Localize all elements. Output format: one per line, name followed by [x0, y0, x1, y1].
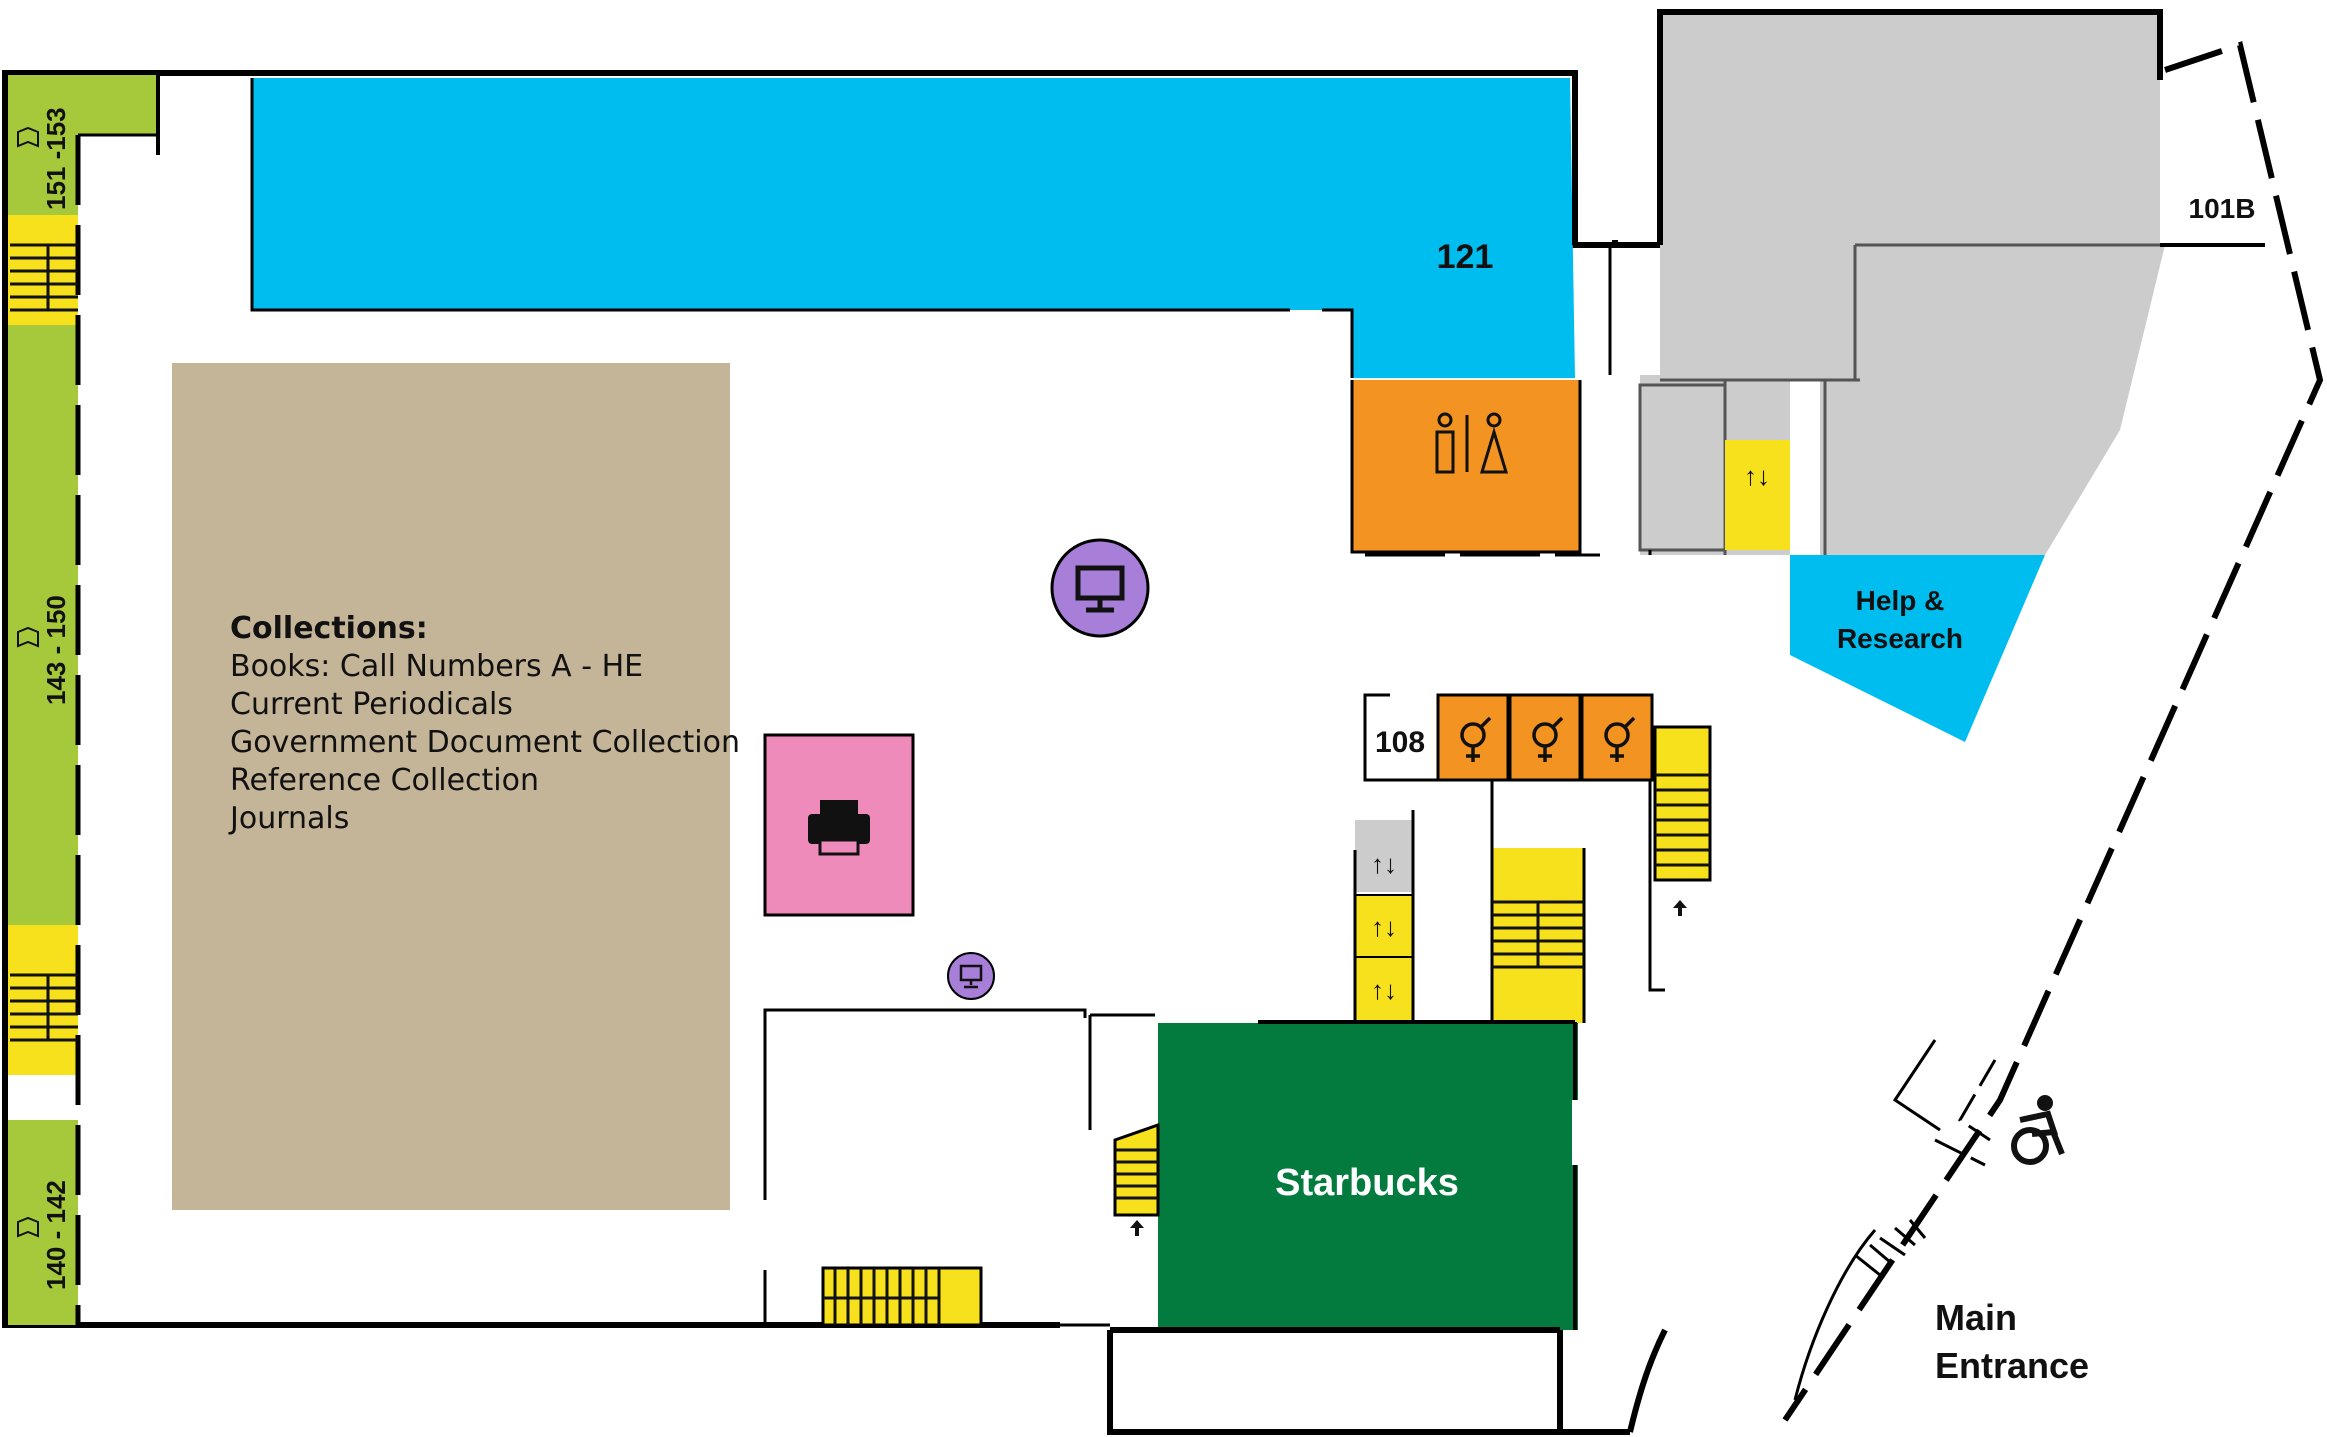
- staff-elevator[interactable]: ↑↓: [1725, 440, 1790, 550]
- stairs-icon: [10, 973, 78, 1042]
- lower-room: [763, 1008, 1155, 1325]
- restroom-icon: [1435, 412, 1509, 474]
- elevator-icon: ↑↓: [1744, 461, 1770, 491]
- collections-area: Collections: Books: Call Numbers A - HE …: [172, 363, 740, 1210]
- room-121-label: 121: [1437, 238, 1494, 276]
- stairs-starbucks[interactable]: [1113, 1122, 1160, 1236]
- main-entrance-label-line1: Main: [1935, 1297, 2017, 1338]
- main-entrance[interactable]: Main Entrance: [1935, 1297, 2089, 1386]
- help-research-label-line1: Help &: [1856, 585, 1945, 616]
- help-research-desk[interactable]: Help & Research: [1790, 555, 2045, 742]
- printer-station[interactable]: [763, 733, 915, 917]
- computer-station-small[interactable]: [947, 952, 995, 1000]
- main-entrance-doors: [1793, 1219, 1927, 1401]
- book-icon: [17, 126, 39, 1238]
- collections-item: Journals: [228, 801, 349, 836]
- shelving-strip: 151 -153 143 - 150 140 - 142: [8, 73, 160, 1325]
- collections-heading: Collections:: [230, 611, 428, 646]
- elevator-icon: ↑↓: [1371, 912, 1397, 942]
- printer-icon: [808, 800, 870, 856]
- shelf-range-middle: 143 - 150: [41, 595, 71, 705]
- starbucks-cafe[interactable]: Starbucks: [1158, 1020, 1578, 1330]
- collections-item: Current Periodicals: [230, 687, 513, 722]
- room-121[interactable]: 121: [250, 73, 1578, 378]
- elevator-icon: ↑↓: [1371, 849, 1397, 879]
- collections-item: Government Document Collection: [230, 725, 740, 760]
- collections-item: Reference Collection: [230, 763, 539, 798]
- computer-station-large[interactable]: [1050, 538, 1150, 638]
- stairs-south[interactable]: [821, 1266, 983, 1327]
- elevator-bank[interactable]: ↑↓ ↑↓ ↑↓: [1353, 810, 1415, 1023]
- collections-item: Books: Call Numbers A - HE: [230, 649, 643, 684]
- wheelchair-icon: [2011, 1095, 2065, 1165]
- room-101b[interactable]: 101B: [2160, 193, 2265, 247]
- stairs-icon: [10, 243, 78, 312]
- up-arrow-icon: [1130, 1220, 1144, 1236]
- interior-walls: [1365, 245, 1652, 557]
- main-entrance-label-line2: Entrance: [1935, 1345, 2089, 1386]
- shelf-range-bottom: 140 - 142: [41, 1180, 71, 1290]
- room-101b-label: 101B: [2189, 193, 2256, 224]
- stairs-east[interactable]: [1648, 725, 1712, 992]
- elevator-icon: ↑↓: [1371, 975, 1397, 1005]
- computer-icon: [1075, 565, 1125, 613]
- room-108[interactable]: 108: [1363, 693, 1440, 782]
- stairs-central[interactable]: [1490, 780, 1586, 1023]
- all-gender-restroom-icon: [1460, 716, 1636, 762]
- shelf-range-top: 151 -153: [41, 107, 71, 210]
- restroom[interactable]: [1350, 380, 1582, 554]
- room-108-label: 108: [1375, 726, 1425, 759]
- starbucks-label: Starbucks: [1275, 1162, 1459, 1204]
- help-research-label-line2: Research: [1837, 623, 1963, 654]
- all-gender-restrooms[interactable]: [1436, 693, 1654, 782]
- staff-area: [1612, 12, 2165, 555]
- accessible-entrance: [1892, 1039, 2065, 1167]
- south-annex: [1060, 1323, 1560, 1333]
- computer-icon: [959, 964, 983, 989]
- up-arrow-icon: [1673, 900, 1687, 916]
